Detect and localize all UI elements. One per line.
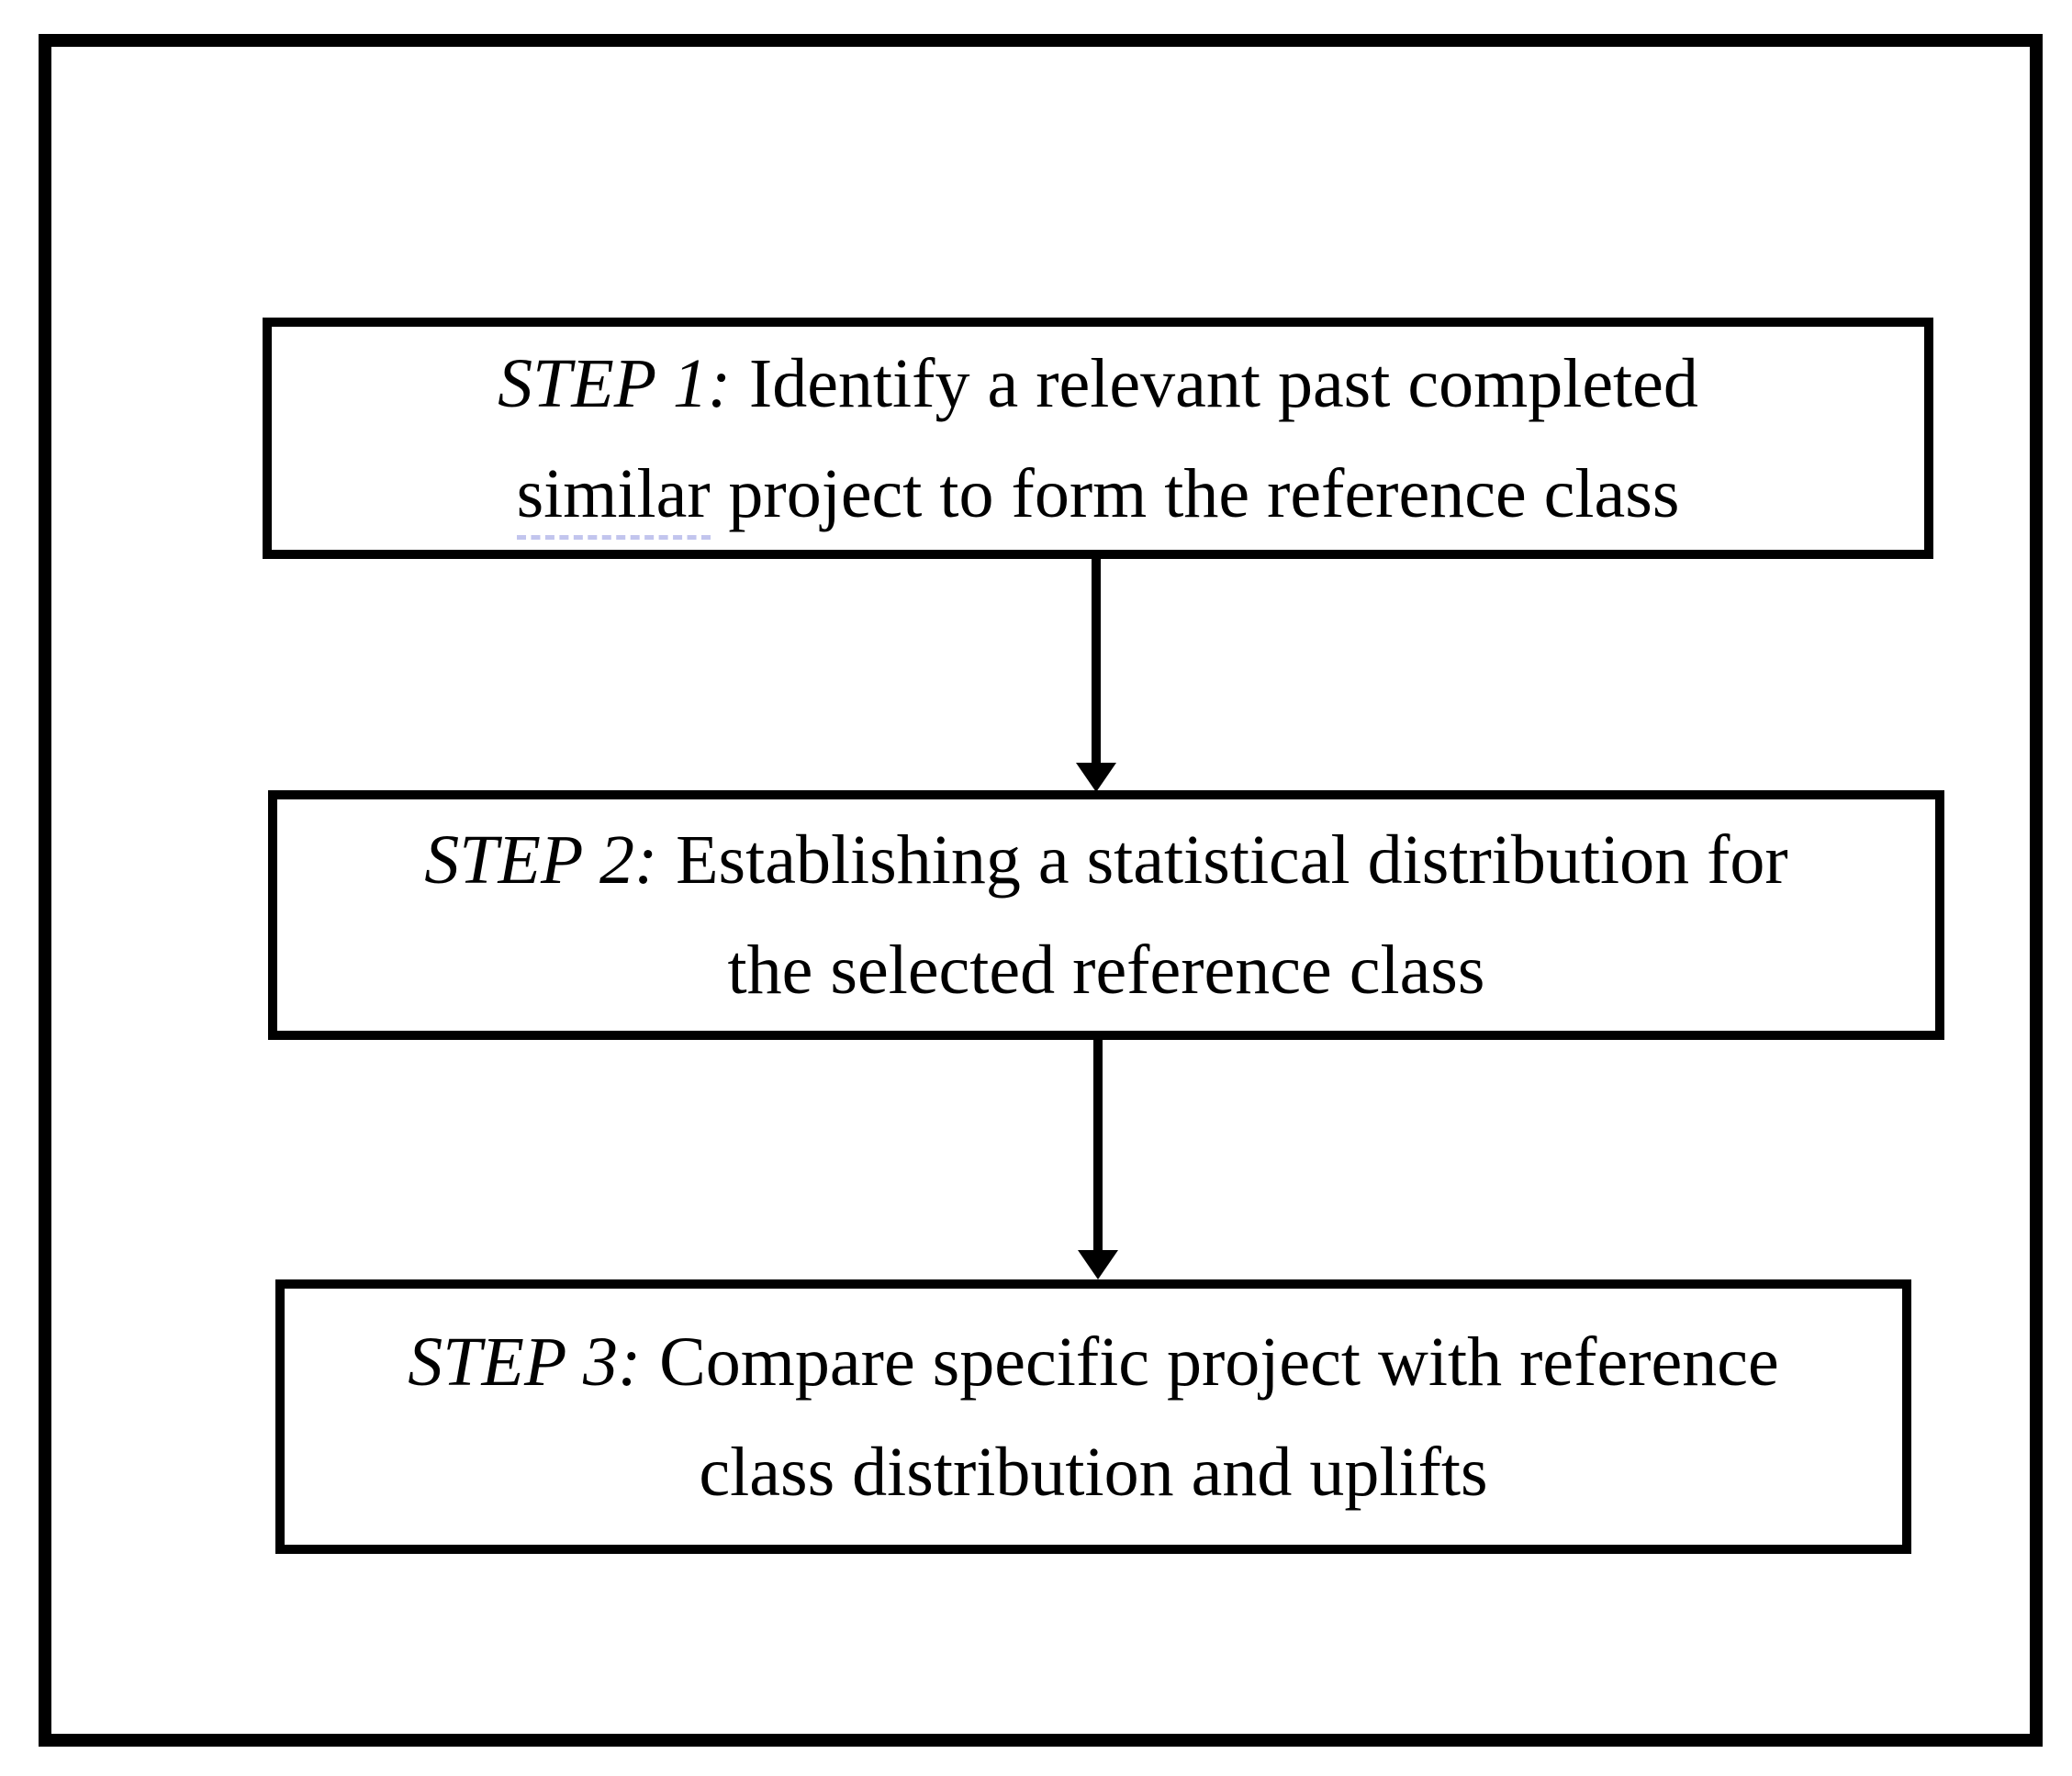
arrow-shaft [1092,559,1101,766]
step-2-line-2-text: the selected reference class [727,932,1485,1009]
step-3-box: STEP 3:Compare specific project with ref… [275,1279,1911,1554]
step-2-line-1-text: Establishing a statistical distribution … [676,821,1788,899]
step-2-box: STEP 2:Establishing a statistical distri… [268,790,1944,1040]
step-3-line-1: STEP 3:Compare specific project with ref… [408,1307,1778,1417]
arrow-shaft [1093,1040,1103,1253]
step-3-line-2-text: class distribution and uplifts [699,1433,1488,1511]
step-3-line-2: class distribution and uplifts [699,1417,1487,1527]
arrow-down-icon [1078,1250,1118,1279]
figure-outer-border: STEP 1:Identify a relevant past complete… [39,34,2043,1747]
step-1-line-1: STEP 1:Identify a relevant past complete… [498,329,1698,439]
arrow-down-icon [1076,763,1116,792]
step-2-line-1: STEP 2:Establishing a statistical distri… [424,805,1787,915]
step-2-label: STEP 2: [424,821,658,899]
step-1-line-1-text: Identify a relevant past completed [748,344,1698,422]
step-1-label: STEP 1: [498,344,732,422]
step-1-box: STEP 1:Identify a relevant past complete… [263,318,1933,559]
step-3-label: STEP 3: [408,1323,642,1401]
step-2-line-2: the selected reference class [728,915,1485,1025]
spellcheck-underlined-word: similar [516,454,711,540]
step-1-line-2-text: project to form the reference class [728,454,1680,532]
step-3-line-1-text: Compare specific project with reference [659,1323,1779,1401]
